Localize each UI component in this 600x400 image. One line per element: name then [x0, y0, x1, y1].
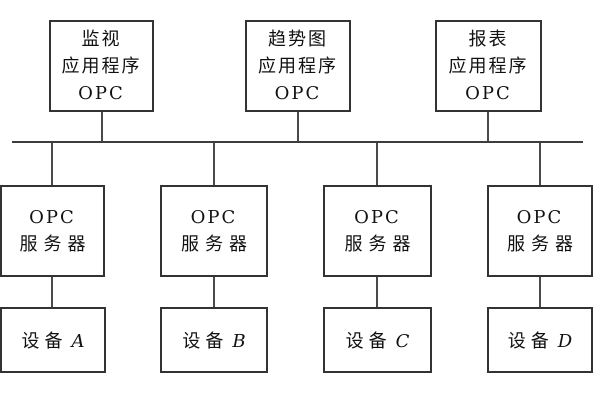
app-report-line1: 报表	[468, 28, 509, 50]
device-a-prefix: 设备	[21, 331, 68, 352]
server-1-line1: OPC	[29, 207, 76, 228]
server-1-line2: 服务器	[19, 234, 92, 255]
connector-app-report-to-bus	[487, 112, 489, 142]
app-trend-line1: 趋势图	[268, 28, 328, 50]
connector-app-trend-to-bus	[297, 112, 299, 142]
connector-app-monitor-to-bus	[101, 112, 103, 142]
connector-bus-to-server-1	[51, 143, 53, 185]
connector-server-2-to-device-b	[213, 277, 215, 307]
app-monitor-line1: 监视	[81, 28, 122, 50]
app-trend-line2: 应用程序	[258, 55, 338, 77]
device-c-prefix: 设备	[345, 331, 392, 352]
device-b-letter: B	[232, 331, 246, 352]
connector-bus-to-server-2	[213, 143, 215, 185]
device-a-letter: A	[71, 331, 85, 352]
device-d-letter: D	[557, 331, 573, 352]
app-report-line3: OPC	[465, 82, 512, 104]
server-3-line2: 服务器	[344, 234, 417, 255]
app-box-report: 报表 应用程序 OPC	[435, 20, 542, 112]
connector-bus-to-server-3	[376, 143, 378, 185]
app-box-trend: 趋势图 应用程序 OPC	[245, 20, 351, 112]
server-2-line2: 服务器	[181, 234, 253, 255]
server-box-3: OPC 服务器	[323, 185, 432, 277]
bus-line	[12, 141, 583, 143]
server-4-line1: OPC	[516, 207, 564, 228]
server-box-4: OPC 服务器	[487, 185, 593, 277]
app-box-monitor: 监视 应用程序 OPC	[49, 20, 154, 112]
app-report-line2: 应用程序	[448, 55, 529, 77]
connector-server-4-to-device-d	[539, 277, 541, 307]
device-b-prefix: 设备	[182, 331, 229, 352]
app-monitor-line3: OPC	[78, 82, 125, 104]
server-3-line1: OPC	[354, 207, 401, 228]
server-box-1: OPC 服务器	[0, 185, 105, 277]
app-trend-line3: OPC	[274, 82, 322, 104]
device-c-letter: C	[395, 331, 410, 352]
connector-server-1-to-device-a	[51, 277, 53, 307]
connector-bus-to-server-4	[539, 143, 541, 185]
server-4-line2: 服务器	[507, 234, 579, 255]
device-d-prefix: 设备	[507, 331, 554, 352]
app-monitor-line2: 应用程序	[61, 55, 142, 77]
server-2-line1: OPC	[190, 207, 238, 228]
server-box-2: OPC 服务器	[160, 185, 268, 277]
connector-server-3-to-device-c	[376, 277, 378, 307]
